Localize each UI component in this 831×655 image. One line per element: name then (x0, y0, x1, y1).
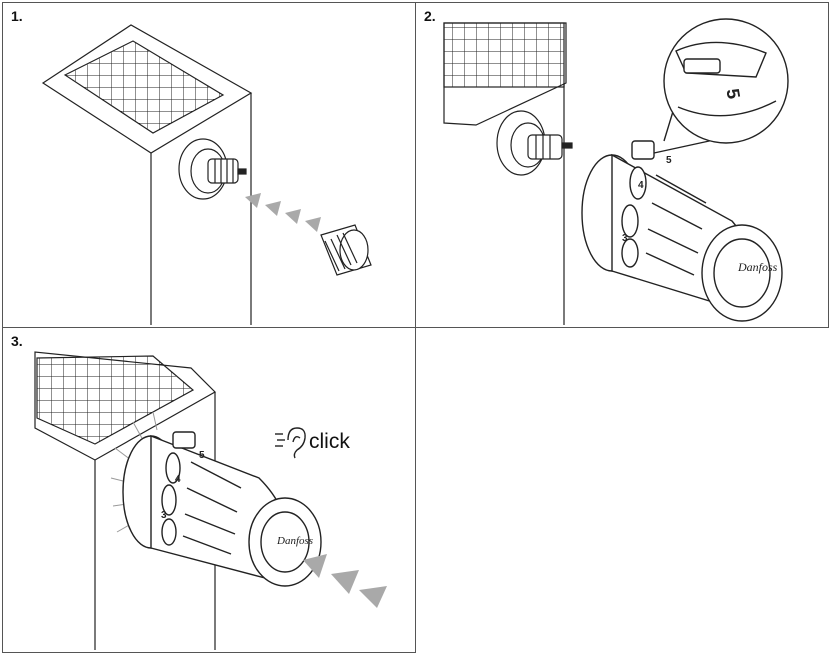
panel-step-1: 1. (2, 2, 416, 328)
dial-number-5: 5 (666, 155, 672, 166)
radiator (41, 24, 253, 325)
radiator (34, 351, 216, 650)
dial-number-4: 4 (175, 474, 181, 485)
step-number-1: 1. (11, 8, 23, 24)
thermostat-head (122, 431, 322, 587)
detail-dial-number: 5 (722, 87, 743, 100)
illustration-step-3: Danfoss 3 4 5 (34, 351, 387, 650)
dial-number-3: 3 (622, 233, 628, 244)
dial-number-4: 4 (638, 180, 644, 191)
direction-arrows (303, 554, 387, 608)
illustration-step-2: Danfoss 3 4 5 5 (443, 18, 789, 325)
ear-icon (275, 427, 306, 459)
direction-arrows (245, 193, 321, 232)
radiator (443, 22, 567, 325)
panel-step-3: 3. Dan (2, 327, 416, 653)
step-number-2: 2. (424, 8, 436, 24)
brand-mark: Danfoss (276, 535, 313, 547)
dial-number-5: 5 (199, 450, 205, 461)
illustration-step-1 (41, 24, 372, 325)
dial-scale: 3 4 5 (622, 155, 672, 244)
step-number-3: 3. (11, 333, 23, 349)
zoom-detail (653, 18, 789, 154)
protection-cap (320, 224, 372, 276)
valve-body (496, 110, 573, 176)
valve-body (178, 138, 247, 200)
dial-number-3: 3 (161, 510, 167, 521)
thermostat-head (581, 140, 783, 322)
dial-scale: 3 4 5 (161, 450, 205, 521)
brand-mark: Danfoss (737, 260, 778, 274)
panel-step-2: 2. (415, 2, 829, 328)
click-label: click (309, 430, 350, 453)
